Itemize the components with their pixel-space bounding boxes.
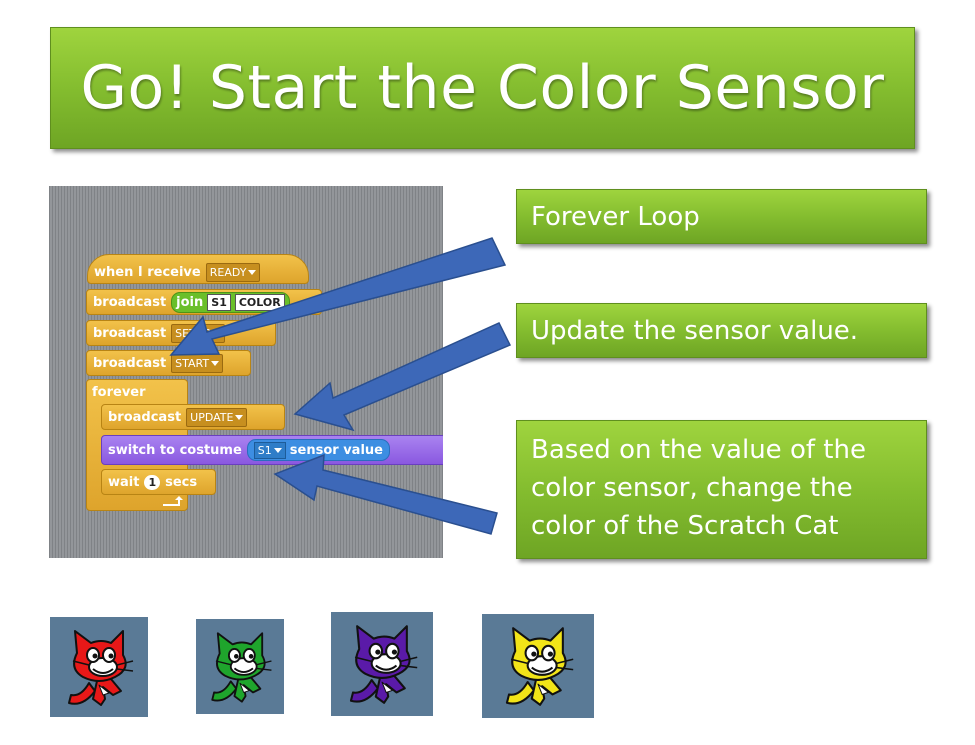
sensor-value-reporter[interactable]: S1 sensor value xyxy=(246,439,390,461)
wait-seconds-input[interactable]: 1 xyxy=(144,474,161,490)
slide-title: Go! Start the Color Sensor xyxy=(80,53,885,123)
callout-update-sensor: Update the sensor value. xyxy=(516,303,927,358)
broadcast-label: broadcast xyxy=(93,355,167,371)
arrow-to-broadcast-icon xyxy=(169,237,507,356)
join-input-b[interactable]: COLOR xyxy=(234,293,285,311)
cat-tile-green xyxy=(196,619,284,714)
cat-tile-red xyxy=(50,617,148,717)
callout-change-color: Based on the value of the color sensor, … xyxy=(516,420,927,559)
broadcast-label: broadcast xyxy=(93,294,167,310)
join-input-a[interactable]: S1 xyxy=(207,293,231,311)
forever-label: forever xyxy=(92,384,146,400)
cat-tile-yellow xyxy=(482,614,594,718)
sensor-dropdown[interactable]: S1 xyxy=(253,441,286,459)
update-message-dropdown[interactable]: UPDATE xyxy=(186,407,248,427)
callout-line-1: Based on the value of the xyxy=(531,435,866,465)
cat-tile-purple xyxy=(331,612,433,716)
purple-cat-icon xyxy=(349,625,418,704)
start-message-dropdown[interactable]: START xyxy=(171,353,224,373)
yellow-cat-icon xyxy=(505,627,574,706)
when-i-receive-block[interactable]: when I receive READY xyxy=(87,254,309,284)
broadcast-join-block[interactable]: broadcast join S1 COLOR xyxy=(86,289,322,315)
switch-costume-label: switch to costume xyxy=(108,442,242,458)
hat-message-dropdown[interactable]: READY xyxy=(205,262,261,282)
join-reporter[interactable]: join S1 COLOR xyxy=(171,291,290,313)
sensor-value-label: sensor value xyxy=(289,442,383,458)
arrow-to-costume-icon xyxy=(273,453,498,535)
green-cat-icon xyxy=(211,631,272,703)
red-cat-icon xyxy=(68,629,134,706)
arrow-to-update-icon xyxy=(293,322,512,432)
wait-block[interactable]: wait 1 secs xyxy=(101,469,216,495)
broadcast-start-block[interactable]: broadcast START xyxy=(86,350,251,376)
broadcast-label: broadcast xyxy=(93,325,167,341)
callout-line-2: color sensor, change the xyxy=(531,473,853,503)
callout-line-3: color of the Scratch Cat xyxy=(531,511,839,541)
broadcast-update-block[interactable]: broadcast UPDATE xyxy=(101,404,285,430)
broadcast-label: broadcast xyxy=(108,409,182,425)
switch-costume-block[interactable]: switch to costume S1 sensor value xyxy=(101,435,443,465)
broadcast-setup-block[interactable]: broadcast SETUP xyxy=(86,320,276,346)
hat-label: when I receive xyxy=(94,264,201,280)
secs-label: secs xyxy=(165,474,198,490)
callout-forever-loop: Forever Loop xyxy=(516,189,927,244)
loop-arrow-icon xyxy=(163,496,183,506)
slide-title-banner: Go! Start the Color Sensor xyxy=(50,27,915,149)
forever-label-row: forever xyxy=(86,382,152,402)
wait-label: wait xyxy=(108,474,140,490)
